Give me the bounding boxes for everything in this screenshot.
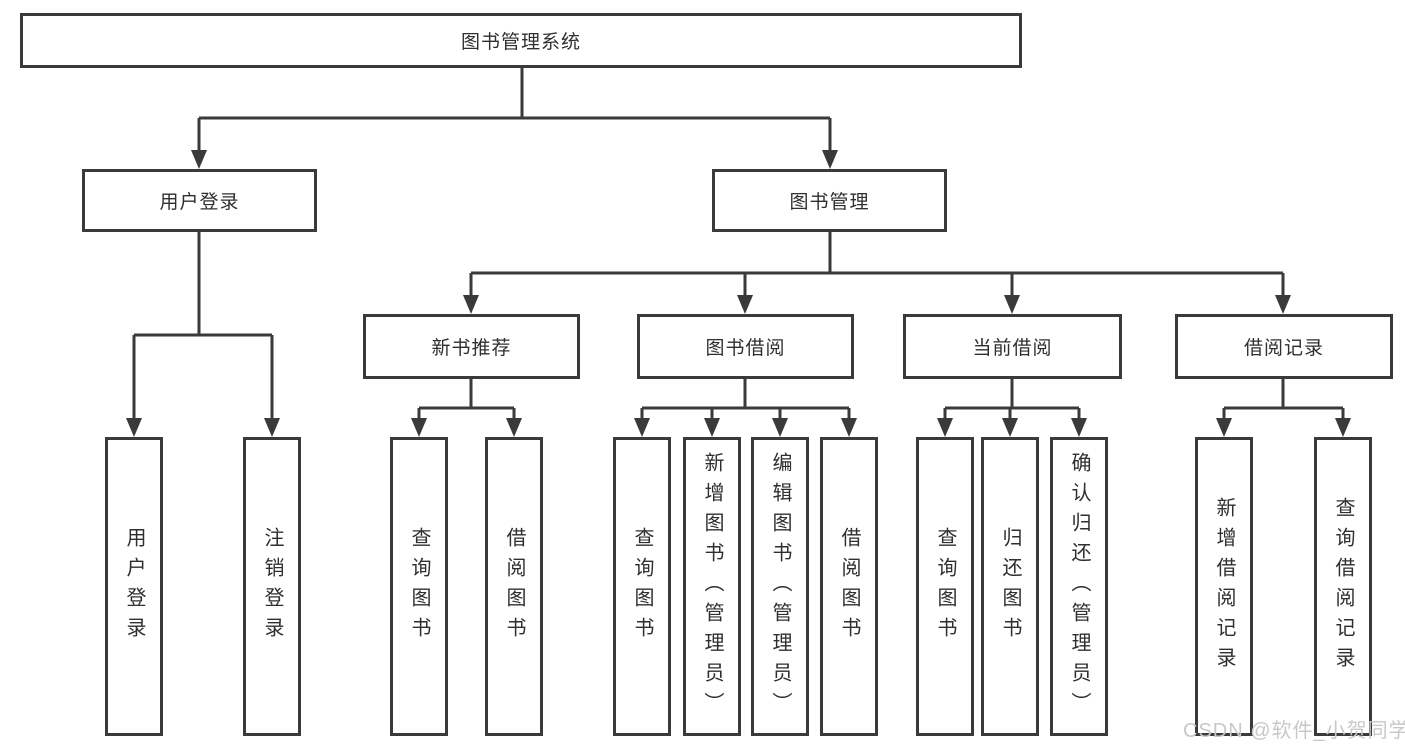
node-current-borrowing: 当前借阅 [903, 314, 1122, 379]
leaf-add-books-admin: 新增图书（管理员） [683, 437, 741, 736]
node-borrowing-records: 借阅记录 [1175, 314, 1393, 379]
leaf-add-borrow-record: 新增借阅记录 [1195, 437, 1253, 736]
leaf-confirm-return-admin: 确认归还（管理员） [1050, 437, 1108, 736]
node-library-management-system: 图书管理系统 [20, 13, 1022, 68]
node-book-management: 图书管理 [712, 169, 947, 232]
leaf-return-books: 归还图书 [981, 437, 1039, 736]
leaf-user-login: 用户登录 [105, 437, 163, 736]
leaf-borrow-books-borrowing: 借阅图书 [820, 437, 878, 736]
node-new-book-recommendation: 新书推荐 [363, 314, 580, 379]
node-book-borrowing: 图书借阅 [637, 314, 854, 379]
watermark: CSDN @软件_小贺同学 [1183, 720, 1405, 742]
leaf-query-books-recommend: 查询图书 [390, 437, 448, 736]
leaf-query-books-current: 查询图书 [916, 437, 974, 736]
leaf-query-books-borrowing: 查询图书 [613, 437, 671, 736]
leaf-query-borrow-record: 查询借阅记录 [1314, 437, 1372, 736]
leaf-logout: 注销登录 [243, 437, 301, 736]
node-user-login: 用户登录 [82, 169, 317, 232]
leaf-borrow-books-recommend: 借阅图书 [485, 437, 543, 736]
arrowheads [126, 150, 1351, 437]
leaf-edit-books-admin: 编辑图书（管理员） [751, 437, 809, 736]
